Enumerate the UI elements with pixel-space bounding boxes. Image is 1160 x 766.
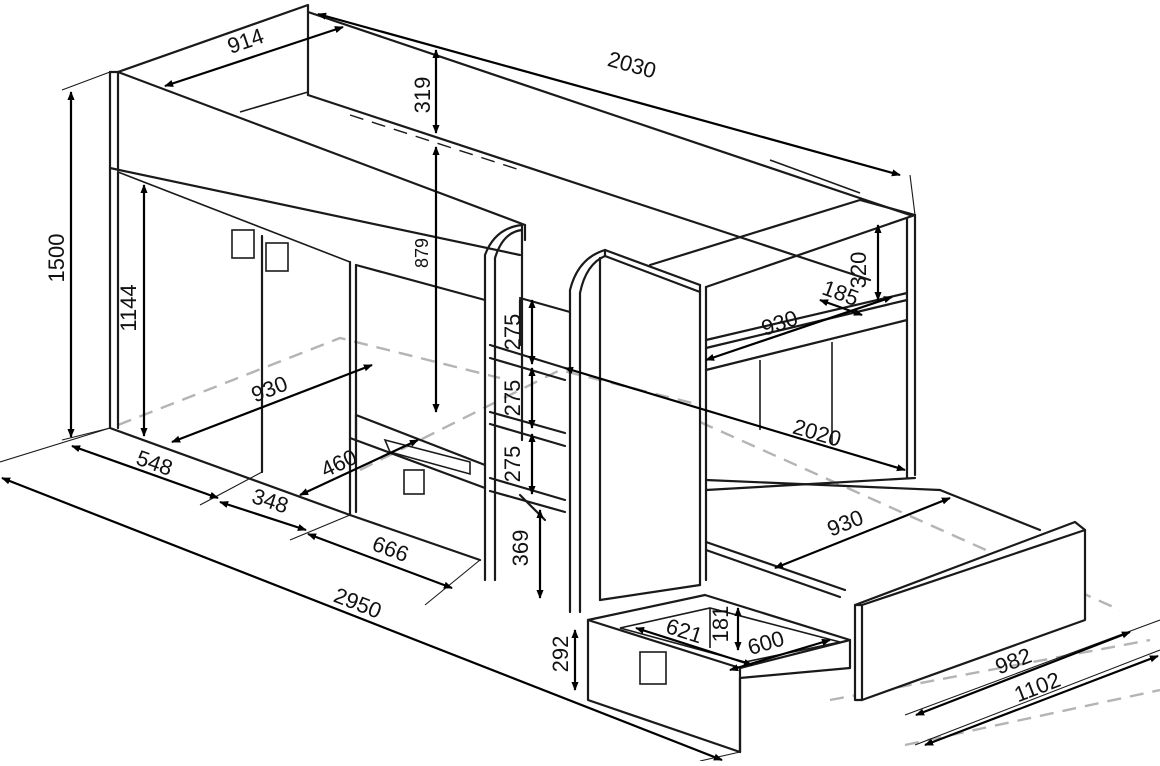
dim-overall-length-top: 2030 (605, 46, 659, 83)
dim-overall-height: 1500 (44, 234, 69, 283)
dim-step-bottom: 369 (508, 530, 533, 567)
dim-step-3: 275 (500, 446, 525, 483)
dim-drawer-inner-height: 181 (708, 606, 733, 643)
dim-lower-section: 666 (369, 531, 412, 567)
dim-lower-bed-length: 2020 (790, 414, 844, 452)
dim-top-guard-height: 319 (410, 77, 435, 114)
dim-step-1: 275 (500, 314, 525, 351)
dim-step-2: 275 (500, 380, 525, 417)
dim-lower-bed-width: 930 (823, 505, 866, 542)
dim-shelf-width: 930 (758, 305, 801, 341)
dim-wardrobe-width: 930 (248, 371, 291, 407)
dim-shelf-height: 320 (846, 252, 871, 289)
dimension-arrows (1, 12, 1159, 762)
dim-wardrobe-height: 1144 (116, 284, 141, 331)
dim-step-depth: 460 (317, 444, 361, 482)
dim-drawer-height: 292 (548, 636, 573, 673)
dim-under-top-height: 879 (412, 238, 432, 268)
